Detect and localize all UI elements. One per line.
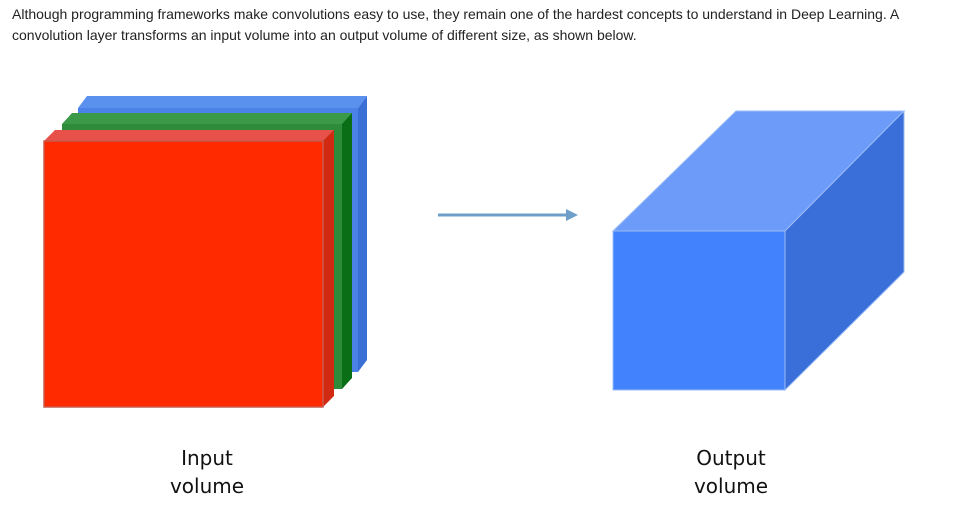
input-layer-blue-top (78, 96, 367, 108)
transform-arrow-head (566, 209, 578, 221)
input-layer-red-side (323, 130, 334, 407)
input-volume-label-line1: Input (181, 446, 233, 470)
input-layer-red-front (43, 140, 324, 408)
output-volume-label-line1: Output (696, 446, 766, 470)
input-layer-green-top (62, 113, 352, 124)
input-layer-red-top (44, 130, 334, 141)
intro-paragraph: Although programming frameworks make con… (12, 6, 899, 43)
output-volume-front (612, 230, 786, 391)
input-volume-label-line2: volume (169, 474, 245, 498)
input-layer-blue-side (358, 96, 367, 372)
output-volume-label: Output volume (661, 444, 801, 500)
output-volume (611, 109, 906, 392)
transform-arrow (438, 209, 578, 221)
input-volume-label: Input volume (137, 444, 277, 500)
output-volume-label-line2: volume (693, 474, 769, 498)
input-layer-green-side (342, 113, 352, 389)
input-layer-red (43, 130, 334, 408)
